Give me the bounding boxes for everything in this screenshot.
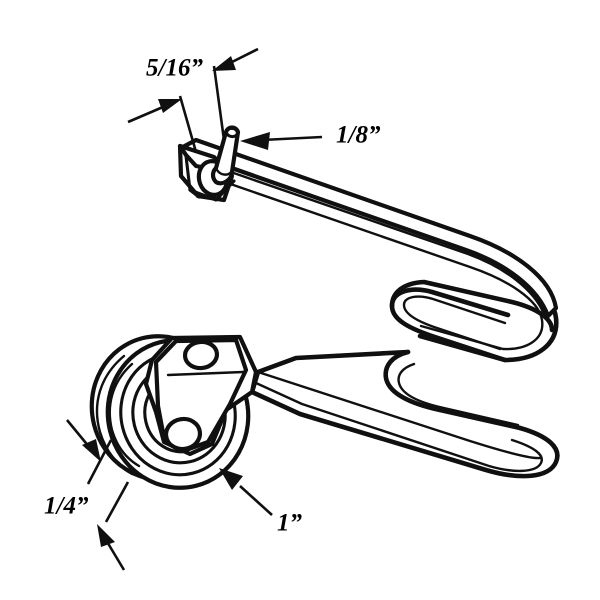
- spring-lower-blade-inner: [254, 381, 543, 473]
- bracket-tip-left-edge: [179, 145, 201, 199]
- dim-1-inch-leader: [239, 485, 273, 516]
- wheel-far-groove-arc-1: [95, 354, 134, 476]
- axle-pin: [210, 125, 241, 186]
- wheel-far-groove-arc-2: [108, 362, 141, 468]
- dim-1-4-ext-upper: [86, 439, 113, 485]
- bracket-fold-line: [166, 370, 245, 377]
- mounting-bracket: [143, 334, 259, 457]
- dimension-1-inch: 1”: [219, 468, 303, 537]
- dimension-5-16: 5/16”: [127, 47, 259, 153]
- dim-1-4-ext-lower: [104, 481, 130, 523]
- upper-arm-edge-highlight: [194, 158, 546, 316]
- axle-pin-base-shadow: [215, 168, 234, 176]
- bracket-upper-hole: [182, 339, 220, 371]
- dim-5-16-left-arrowhead: [158, 99, 182, 113]
- dim-1-4-lower-arrowhead: [97, 524, 115, 547]
- spring-middle-fold: [389, 279, 555, 333]
- spring-upper-blade-inner: [188, 168, 544, 351]
- bracket-right-edge: [238, 335, 258, 374]
- dimension-1-8: 1/8”: [240, 122, 381, 150]
- wheel-hub-hole: [163, 416, 203, 452]
- spring-lower-blade-spine: [256, 370, 542, 460]
- dim-5-16-ext-left: [178, 95, 198, 153]
- dim-1-inch-arrowhead: [219, 468, 243, 490]
- dim-label-1-4: 1/4”: [44, 493, 89, 520]
- dim-1-8-arrowhead: [240, 132, 270, 150]
- bracket-tip-bottom-chamfer: [188, 179, 236, 202]
- dim-5-16-right-leader: [227, 47, 259, 66]
- spring-inner-fold-lower-inner: [397, 362, 520, 427]
- dim-1-4-lower-leader: [104, 539, 126, 571]
- dim-5-16-ext-right: [212, 65, 226, 141]
- dim-label-5-16: 5/16”: [146, 55, 203, 82]
- dim-5-16-right-arrowhead: [212, 56, 236, 71]
- dim-1-4-upper-arrowhead: [82, 439, 101, 462]
- spring-inner-fold-lower: [383, 349, 523, 431]
- dimension-1-4: 1/4”: [44, 419, 130, 571]
- spring-lower-blade-outer: [249, 389, 560, 479]
- dim-1-8-leader: [261, 135, 323, 142]
- axle-pin-top-cap: [224, 126, 240, 139]
- dim-label-1-inch: 1”: [277, 510, 303, 537]
- spring-inner-fold-upper-inner: [402, 295, 507, 351]
- dim-label-1-8: 1/8”: [336, 122, 381, 149]
